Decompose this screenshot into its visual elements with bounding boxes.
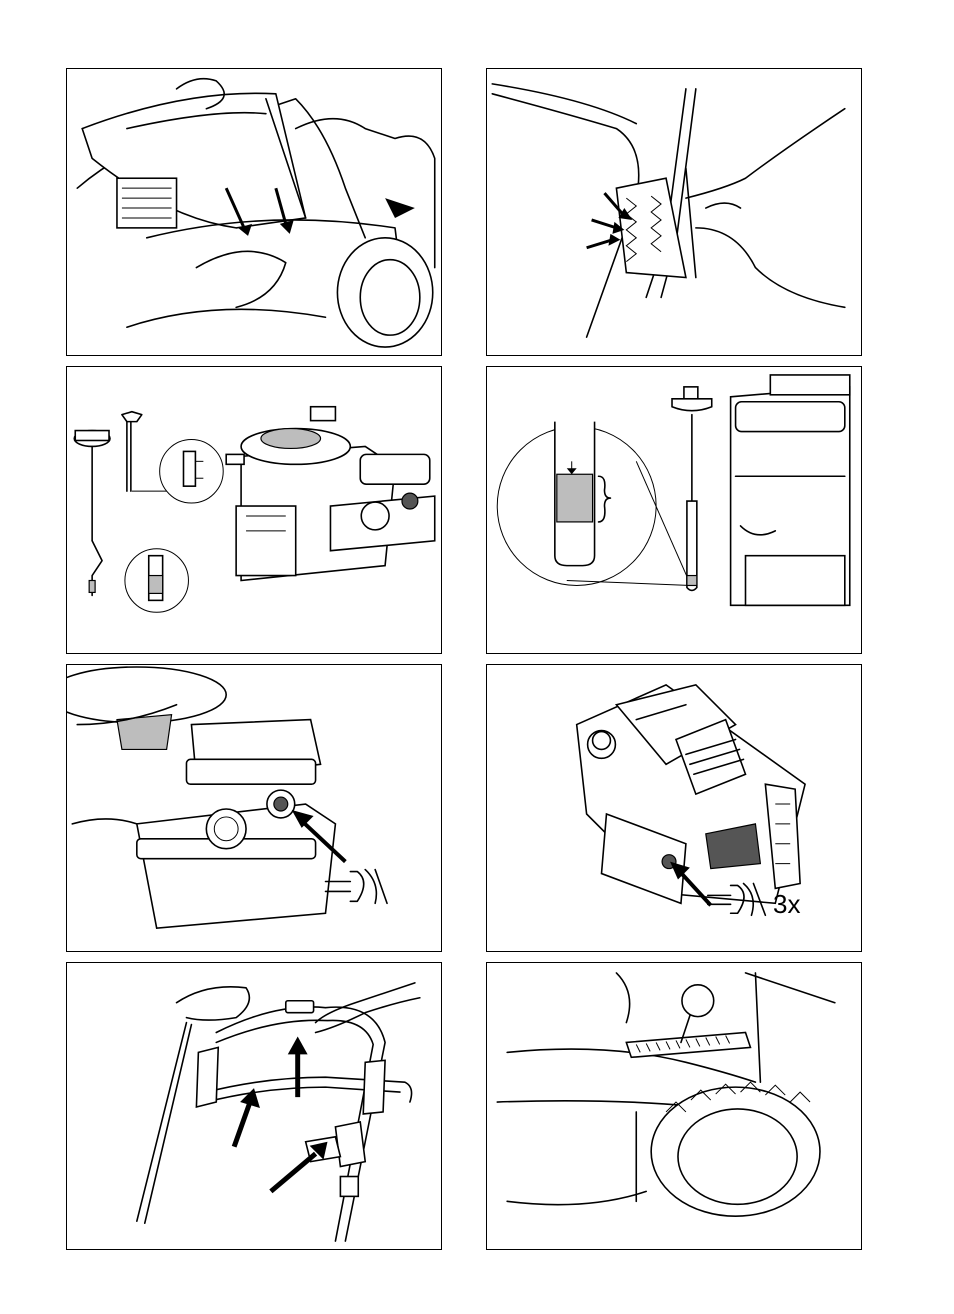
illustration-panel-4-oil-level (486, 366, 862, 654)
illustration-panel-5-primer-bulb (66, 664, 442, 952)
handlebar-drawing (67, 963, 441, 1249)
primer-bulb-drawing (67, 665, 441, 951)
illustration-panel-1-grass-catcher (66, 68, 442, 356)
handle-ratchet-drawing (487, 69, 861, 355)
press-count-label: 3x (773, 889, 800, 920)
oil-level-drawing (487, 367, 861, 653)
dipstick-engine-drawing (67, 367, 441, 653)
illustration-panel-8-height-lever (486, 962, 862, 1250)
height-lever-drawing (487, 963, 861, 1249)
illustration-panel-7-handlebar (66, 962, 442, 1250)
engine-primer-drawing (487, 665, 861, 951)
illustration-panel-2-handle-ratchet (486, 68, 862, 356)
catcher-flap-drawing (67, 69, 441, 355)
illustration-panel-3-oil-dipsticks (66, 366, 442, 654)
illustration-panel-6-primer-3x: 3x (486, 664, 862, 952)
